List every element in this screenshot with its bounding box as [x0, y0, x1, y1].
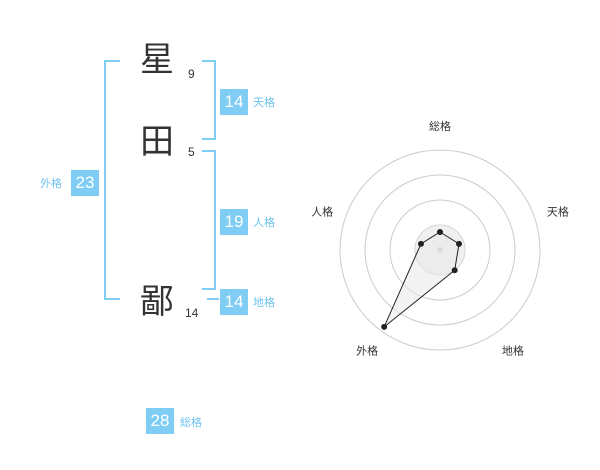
gaikaku-bracket: [104, 60, 120, 300]
radar-axis-label-5: 人格: [311, 205, 333, 219]
stroke-count-2: 5: [188, 145, 195, 159]
chikaku-value: 14: [220, 289, 248, 315]
stroke-count-1: 9: [188, 67, 195, 81]
radar-points: [381, 229, 463, 330]
chikaku-label: 地格: [253, 296, 275, 309]
gaikaku-label: 外格: [40, 177, 62, 190]
chikaku-connector: [207, 298, 219, 300]
radar-point-1: [437, 229, 443, 235]
name-char-1: 星: [140, 40, 174, 80]
radar-point-3: [451, 267, 458, 274]
radar-point-5: [417, 240, 424, 247]
radar-ring: [339, 149, 541, 351]
radar-ring: [364, 174, 516, 326]
radar-axis-label-4: 外格: [356, 343, 378, 357]
radar-point-4: [381, 323, 388, 330]
name-char-3: 鄙: [140, 282, 174, 322]
soukaku-value: 28: [146, 408, 174, 434]
soukaku-label: 総格: [180, 416, 202, 429]
name-char-2: 田: [140, 122, 174, 162]
radar-point-2: [456, 240, 463, 247]
tenkaku-bracket: [202, 60, 216, 140]
jinkaku-value: 19: [220, 209, 248, 235]
tenkaku-label: 天格: [253, 96, 275, 109]
gaikaku-value: 23: [71, 170, 99, 196]
radar-axis-label-1: 総格: [429, 119, 451, 133]
radar-series-polygon: [383, 231, 460, 328]
radar-axis-label-2: 天格: [547, 205, 569, 219]
radar-area: [383, 231, 460, 328]
radar-axis-label-3: 地格: [502, 343, 524, 357]
stroke-count-3: 14: [185, 306, 199, 320]
jinkaku-label: 人格: [253, 216, 275, 229]
tenkaku-value: 14: [220, 89, 248, 115]
radar-ring: [389, 199, 491, 301]
jinkaku-bracket: [202, 150, 216, 290]
